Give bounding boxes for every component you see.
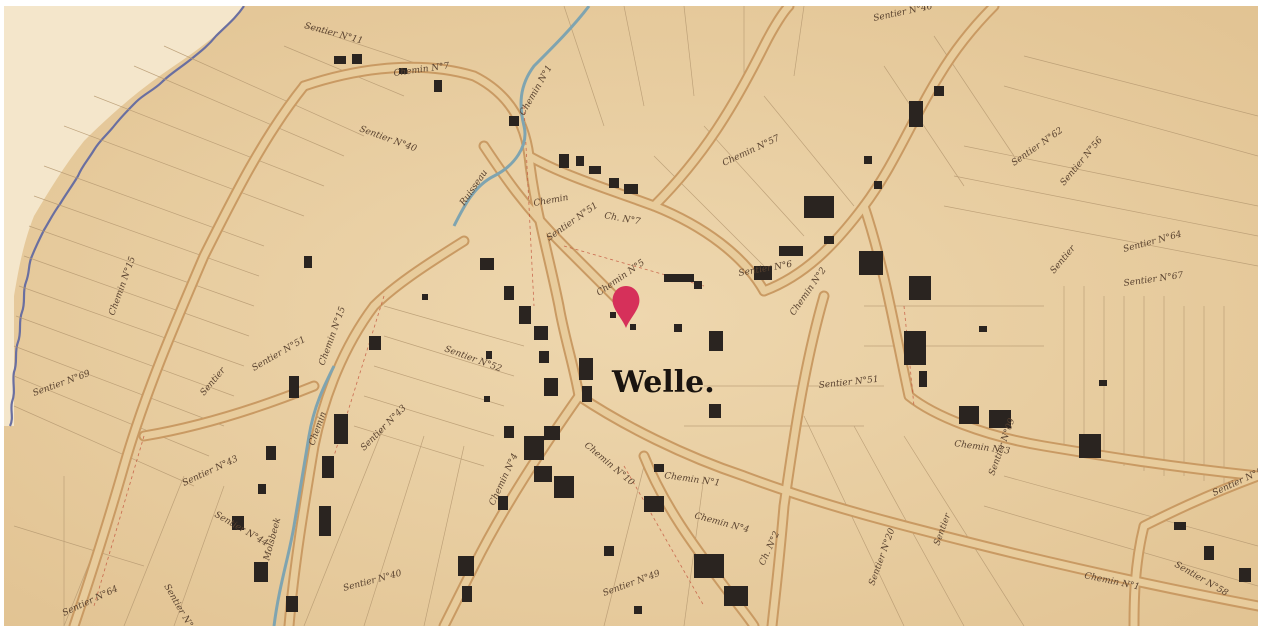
boundary-line xyxy=(8,6,245,427)
map-pin-icon[interactable] xyxy=(611,284,641,328)
cadastral-map[interactable]: Chemin N°7 Sentier N°11 Chemin N°1 Senti… xyxy=(4,6,1258,626)
buildings xyxy=(232,54,1251,614)
map-viewport[interactable]: Chemin N°7 Sentier N°11 Chemin N°1 Senti… xyxy=(4,6,1258,626)
unmapped-area xyxy=(4,6,244,426)
town-label: Welle. xyxy=(611,365,715,400)
stream xyxy=(272,6,591,626)
